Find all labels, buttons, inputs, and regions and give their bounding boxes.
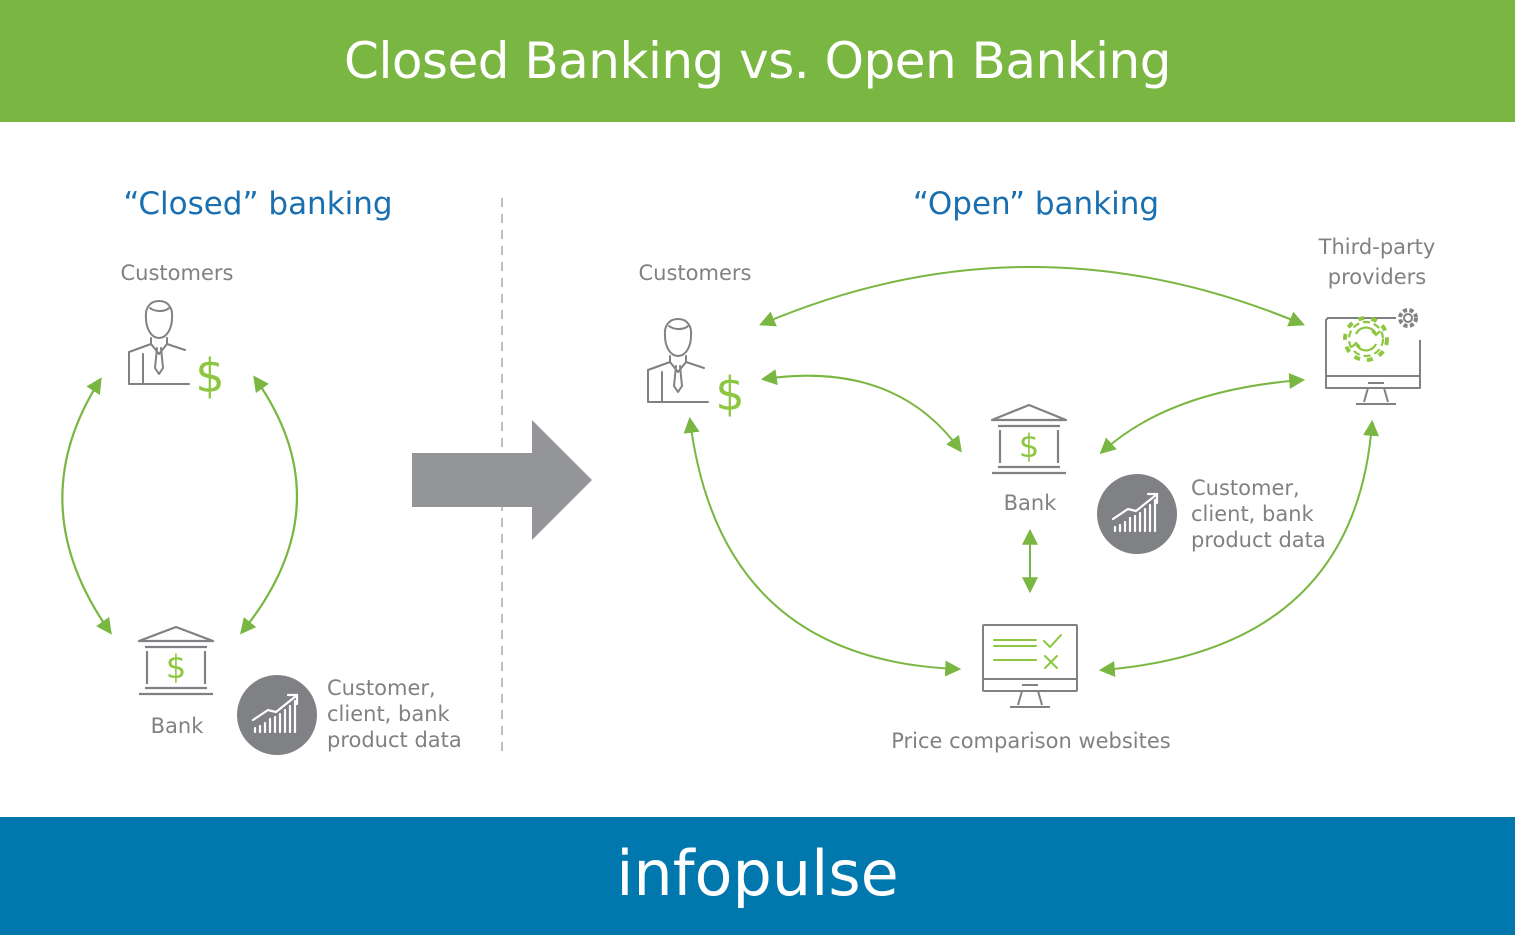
- arrow-customers-price-comparison: [683, 416, 962, 677]
- third-party-label-line-2: providers: [1328, 265, 1426, 289]
- brand-logo: infopulse: [616, 836, 899, 910]
- closed-arrow-right: [239, 375, 298, 635]
- dollar-icon: $: [195, 349, 224, 403]
- bank-dollar-icon: $: [166, 648, 186, 686]
- open-data-line-2: client, bank: [1191, 502, 1315, 526]
- open-data-line-1: Customer,: [1191, 476, 1300, 500]
- chart-badge-icon: [1097, 474, 1177, 554]
- customer-icon: [647, 318, 709, 403]
- price-comparison-monitor-icon: [982, 624, 1078, 708]
- open-customers-label: Customers: [639, 261, 752, 285]
- chart-badge-icon: [237, 675, 317, 755]
- open-bank-label: Bank: [1004, 491, 1058, 515]
- closed-data-line-2: client, bank: [327, 702, 451, 726]
- closed-data-line-1: Customer,: [327, 676, 436, 700]
- open-data-line-3: product data: [1191, 528, 1326, 552]
- closed-banking-heading: “Closed” banking: [123, 186, 392, 222]
- footer-banner: infopulse: [0, 817, 1515, 935]
- gear-icon: [1343, 316, 1389, 362]
- arrow-price-comparison-third-party: [1098, 419, 1380, 677]
- transition-arrow-icon: [412, 420, 592, 540]
- customer-icon: [128, 300, 190, 385]
- checklist-icon: [993, 634, 1062, 669]
- price-comparison-label: Price comparison websites: [891, 729, 1171, 753]
- arrow-customers-third-party: [759, 266, 1305, 327]
- closed-data-line-3: product data: [327, 728, 462, 752]
- bank-dollar-icon: $: [1019, 427, 1039, 465]
- arrow-customers-bank: [760, 369, 962, 453]
- closed-bank-label: Bank: [151, 714, 205, 738]
- open-banking-heading: “Open” banking: [913, 186, 1159, 222]
- bank-icon: [137, 625, 215, 696]
- third-party-monitor-icon: [1325, 317, 1421, 405]
- small-gear-icon: [1398, 308, 1418, 328]
- bank-icon: [990, 403, 1068, 475]
- header-banner: Closed Banking vs. Open Banking: [0, 0, 1515, 122]
- page-title: Closed Banking vs. Open Banking: [344, 32, 1171, 90]
- arrow-bank-third-party: [1099, 372, 1306, 455]
- closed-arrow-left: [61, 377, 112, 635]
- dollar-icon: $: [715, 367, 744, 421]
- closed-customers-label: Customers: [121, 261, 234, 285]
- third-party-label-line-1: Third-party: [1318, 235, 1436, 259]
